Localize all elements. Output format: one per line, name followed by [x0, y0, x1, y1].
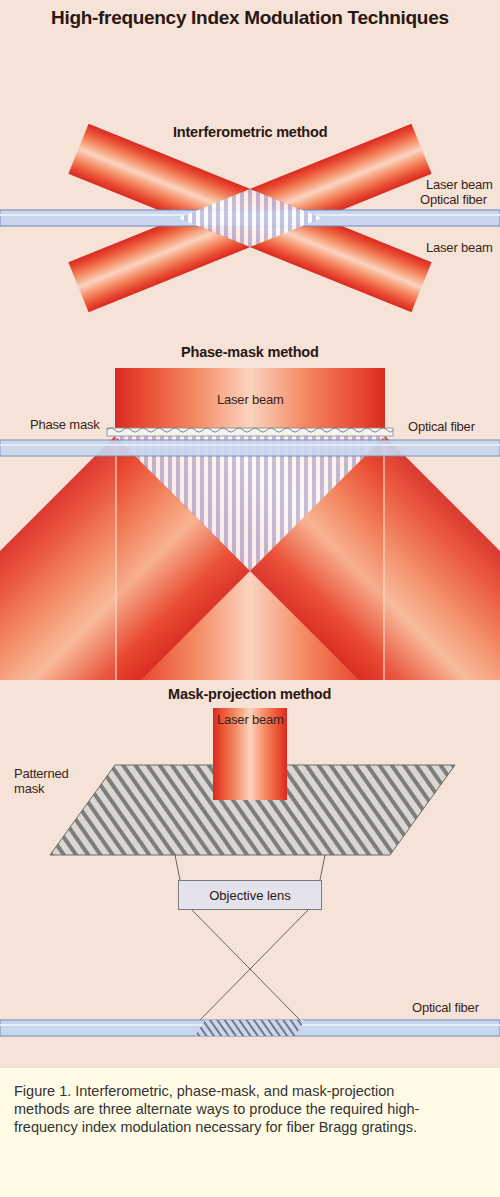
figure-caption: Figure 1. Interferometric, phase-mask, a… [14, 1082, 444, 1136]
fiber-label: Optical fiber [412, 1000, 479, 1015]
lens-box: Objective lens [178, 880, 322, 910]
section-heading: Interferometric method [173, 124, 327, 140]
mask-label: Phase mask [30, 417, 100, 432]
diagram-title: High-frequency Index Modulation Techniqu… [51, 7, 449, 29]
section-heading: Phase-mask method [181, 344, 319, 360]
beam-label: Laser beam [217, 712, 284, 727]
lens-label: Objective lens [209, 888, 291, 903]
section-heading: Mask-projection method [168, 686, 331, 702]
fiber-label: Optical fiber [420, 192, 487, 207]
beam-label: Laser beam [426, 240, 493, 255]
mask-label: Patterned mask [14, 766, 80, 796]
fiber-label: Optical fiber [408, 419, 475, 434]
beam-label: Laser beam [426, 177, 493, 192]
beam-label: Laser beam [217, 392, 284, 407]
